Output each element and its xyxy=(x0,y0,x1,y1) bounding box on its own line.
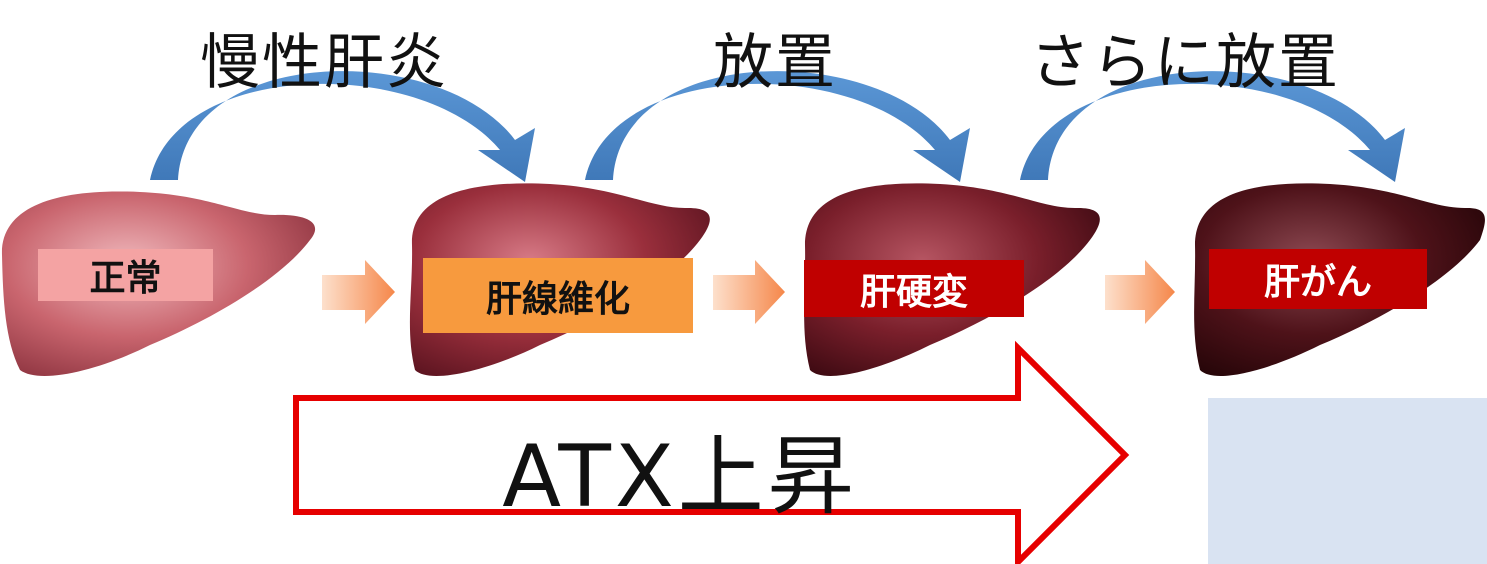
stage-label-normal: 正常 xyxy=(38,249,213,301)
placeholder-box xyxy=(1208,398,1487,564)
stage-label-fibrosis: 肝線維化 xyxy=(423,258,693,333)
small-arrow-2 xyxy=(713,260,785,324)
atx-label: ATX上昇 xyxy=(502,426,858,527)
small-arrow-1 xyxy=(322,260,395,324)
stage-label-cancer: 肝がん xyxy=(1209,249,1427,309)
progression-label-neglect: 放置 xyxy=(713,28,837,98)
progression-label-chronic-hepatitis: 慢性肝炎 xyxy=(200,28,448,98)
progression-label-further-neglect: さらに放置 xyxy=(1030,28,1340,98)
curved-arrow-3 xyxy=(1020,71,1405,182)
small-arrow-3 xyxy=(1105,260,1175,324)
curved-arrow-1 xyxy=(150,71,535,182)
atx-arrow xyxy=(293,340,1130,564)
stage-label-cirrhosis: 肝硬変 xyxy=(804,260,1024,317)
curved-arrow-2 xyxy=(585,71,970,182)
